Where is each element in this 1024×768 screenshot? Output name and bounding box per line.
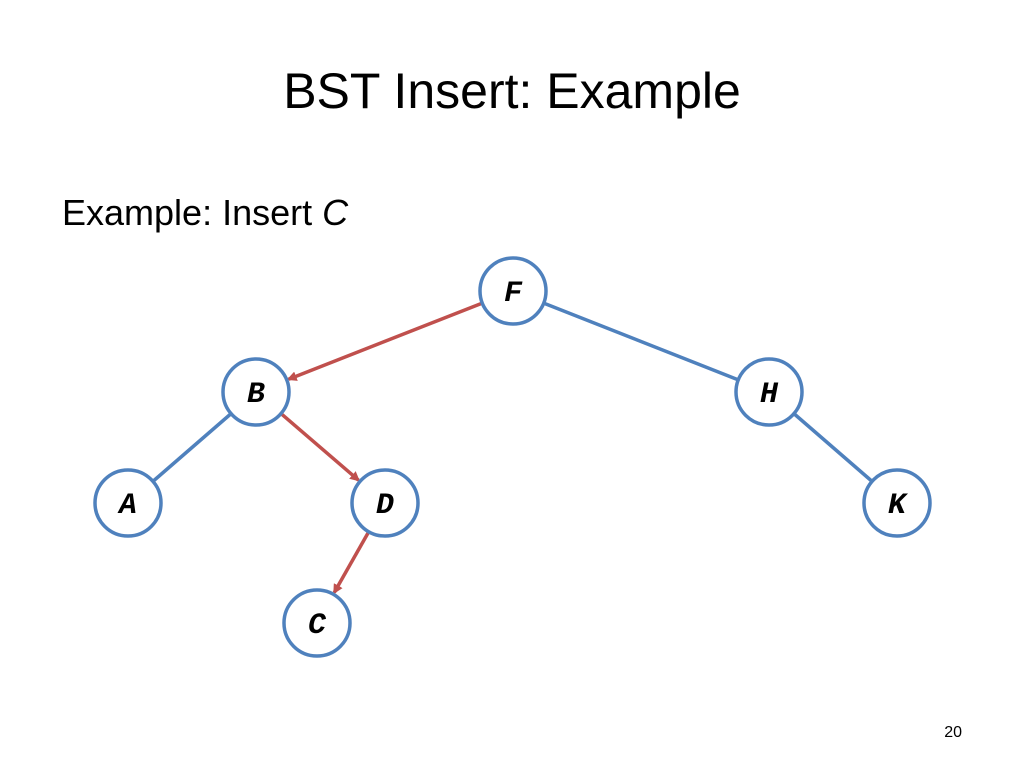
node-label: F (504, 277, 523, 311)
edge-h-k (792, 412, 874, 483)
edges-layer (151, 301, 874, 595)
node-label: K (888, 489, 909, 523)
tree-node-d: D (350, 468, 420, 538)
edge-d-c-search-path (332, 530, 371, 595)
tree-node-c: C (282, 588, 352, 658)
edge-f-h (543, 301, 739, 382)
node-label: D (376, 489, 394, 523)
tree-node-f: F (478, 256, 548, 326)
node-label: C (308, 609, 327, 643)
tree-node-a: A (93, 468, 163, 538)
tree-node-k: K (862, 468, 932, 538)
node-circle (478, 256, 548, 326)
subtitle: Example: Insert C (62, 192, 348, 234)
node-circle (282, 588, 352, 658)
subtitle-key: C (322, 192, 349, 233)
edge-b-a (151, 412, 233, 483)
node-circle (93, 468, 163, 538)
nodes-layer: F B H A D K C (93, 256, 932, 658)
tree-node-b: B (221, 357, 291, 427)
node-label: H (760, 378, 779, 412)
edge-f-b-search-path (286, 301, 483, 381)
node-circle (734, 357, 804, 427)
node-circle (221, 357, 291, 427)
slide-title: BST Insert: Example (283, 63, 741, 119)
edge-b-d-search-path (279, 412, 360, 482)
node-label: B (247, 378, 265, 412)
tree-node-h: H (734, 357, 804, 427)
node-label: A (117, 489, 137, 523)
node-circle (862, 468, 932, 538)
subtitle-prefix: Example: Insert (62, 192, 323, 233)
page-number: 20 (944, 724, 962, 741)
node-circle (350, 468, 420, 538)
